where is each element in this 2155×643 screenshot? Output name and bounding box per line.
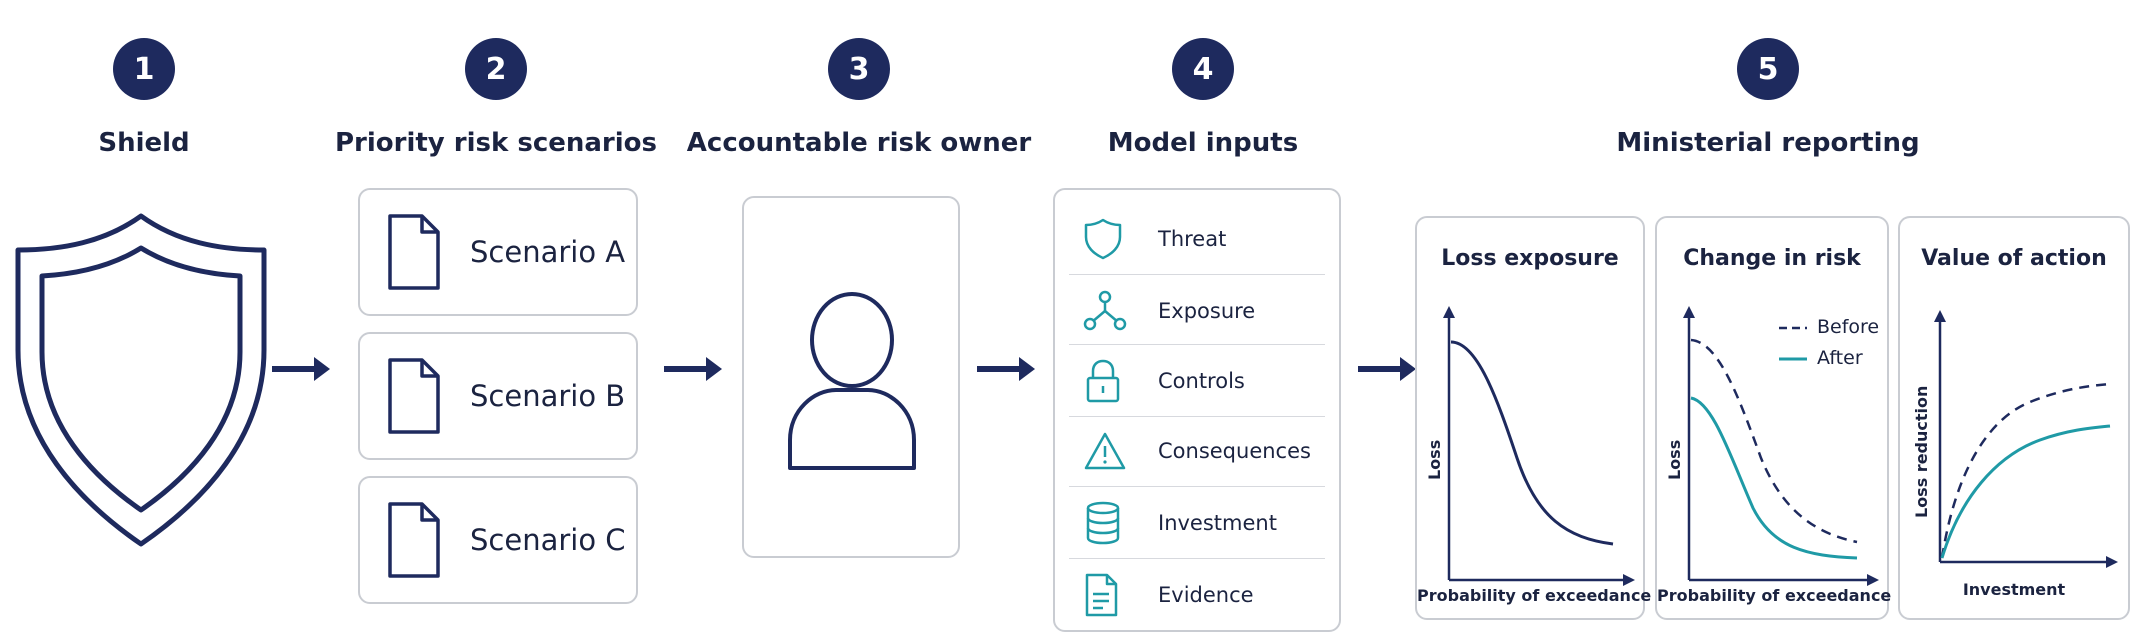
database-icon [1086, 501, 1120, 545]
step-1-badge: 1 [113, 38, 175, 100]
step-3-badge: 3 [828, 38, 890, 100]
x-axis-label: Probability of exceedance [1417, 586, 1652, 605]
before-curve [1690, 338, 1858, 544]
divider [1069, 344, 1325, 345]
document-icon [388, 502, 440, 578]
change-in-risk-plot [1683, 306, 1879, 586]
warning-icon [1084, 432, 1126, 470]
divider [1069, 416, 1325, 417]
input-label: Investment [1158, 511, 1277, 535]
input-label: Evidence [1158, 583, 1254, 607]
arrow-right-icon [664, 357, 722, 381]
divider [1069, 486, 1325, 487]
divider [1069, 558, 1325, 559]
scenario-card-b: Scenario B [358, 332, 638, 460]
y-axis-label: Loss [1425, 439, 1444, 480]
y-axis-arrowhead [1683, 306, 1695, 318]
chart-value-of-action: Value of action Loss reduction Investmen… [1898, 216, 2130, 620]
x-axis-arrowhead [1867, 574, 1879, 586]
network-icon [1083, 290, 1127, 331]
y-axis-arrowhead [1443, 306, 1455, 318]
y-axis-arrowhead [1934, 310, 1946, 322]
person-icon [788, 292, 916, 470]
legend-after-label: After [1817, 347, 1863, 369]
risk-owner-card [742, 196, 960, 558]
step-5-title: Ministerial reporting [1616, 128, 1920, 158]
step-2-badge: 2 [465, 38, 527, 100]
divider [1069, 274, 1325, 275]
step-4-title: Model inputs [1107, 128, 1299, 158]
step-3-title: Accountable risk owner [686, 128, 1032, 158]
step-2-title: Priority risk scenarios [334, 128, 658, 158]
input-label: Threat [1158, 227, 1227, 251]
document-icon [388, 214, 440, 290]
scenario-card-a: Scenario A [358, 188, 638, 316]
legend-before-label: Before [1817, 316, 1880, 338]
step-4-badge: 4 [1172, 38, 1234, 100]
input-row-consequences: Consequences [1055, 416, 1339, 486]
y-axis-label: Loss reduction [1912, 385, 1931, 518]
x-axis-label: Probability of exceedance [1657, 586, 1892, 605]
input-label: Exposure [1158, 299, 1256, 323]
x-axis-arrowhead [2106, 556, 2118, 568]
input-row-exposure: Exposure [1055, 276, 1339, 346]
upper-dashed-curve [1940, 382, 2111, 559]
chart-loss-exposure: Loss exposure Loss Probability of exceed… [1415, 216, 1652, 620]
model-inputs-card: Threat Exposure Controls Consequences [1053, 188, 1341, 632]
input-row-evidence: Evidence [1055, 560, 1339, 630]
shield-icon [1084, 218, 1122, 260]
input-label: Consequences [1158, 439, 1311, 463]
y-axis-label: Loss [1665, 439, 1684, 480]
lower-solid-curve [1940, 424, 2111, 559]
loss-curve [1450, 340, 1614, 546]
chart-title: Loss exposure [1441, 246, 1619, 271]
step-5-badge: 5 [1737, 38, 1799, 100]
arrow-right-icon [1358, 357, 1416, 381]
arrow-right-icon [977, 357, 1035, 381]
document-icon [388, 358, 440, 434]
input-row-investment: Investment [1055, 488, 1339, 558]
chart-title: Change in risk [1683, 246, 1861, 271]
chart-change-in-risk: Change in risk Before After Loss Probabi… [1655, 216, 1892, 620]
input-row-controls: Controls [1055, 346, 1339, 416]
lock-icon [1086, 359, 1120, 403]
scenario-label: Scenario B [470, 379, 626, 413]
x-axis-label: Investment [1962, 580, 2066, 599]
input-label: Controls [1158, 369, 1245, 393]
value-of-action-plot [1934, 310, 2118, 568]
scenario-card-c: Scenario C [358, 476, 638, 604]
scenario-label: Scenario C [470, 523, 626, 557]
chart-title: Value of action [1921, 246, 2107, 271]
x-axis-arrowhead [1623, 574, 1635, 586]
step-1-title: Shield [98, 128, 190, 158]
shield-illustration [15, 213, 267, 547]
after-curve [1690, 396, 1858, 560]
scenario-label: Scenario A [470, 235, 626, 269]
document-icon [1085, 573, 1118, 617]
input-row-threat: Threat [1055, 204, 1339, 274]
arrow-right-icon [272, 357, 330, 381]
loss-exposure-plot [1443, 306, 1635, 586]
